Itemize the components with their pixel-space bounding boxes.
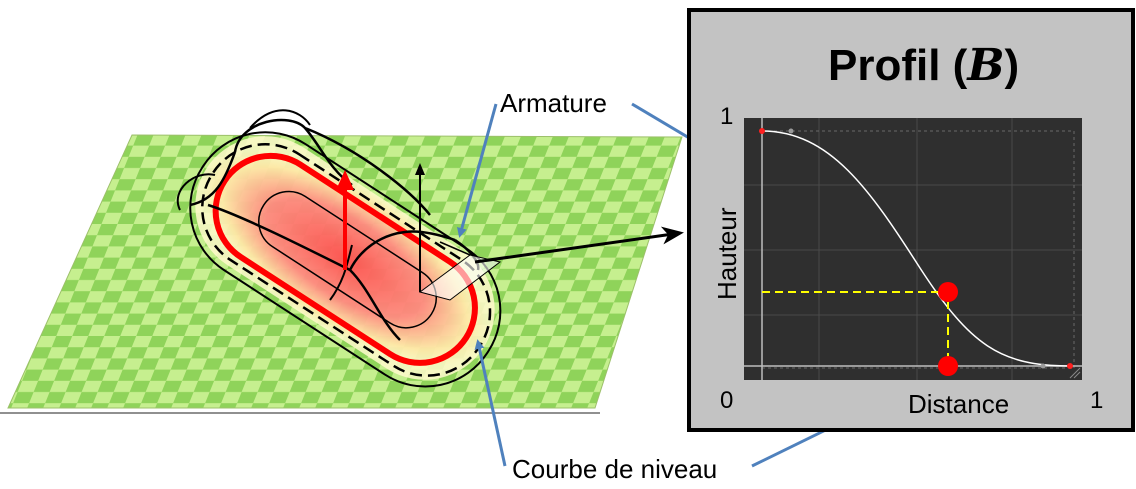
y-max-tick: 1	[720, 103, 733, 130]
origin-tick: 0	[720, 387, 733, 414]
x-axis-label: Distance	[908, 389, 1009, 419]
armature-frame	[336, 163, 502, 301]
curve-end-handle[interactable]	[1067, 363, 1073, 369]
profile-panel: Profil (B)	[687, 8, 1135, 432]
contour-arrow-to-scene	[474, 339, 507, 467]
curve-start-tangent-handle[interactable]	[788, 128, 794, 134]
distance-sample-point	[938, 356, 958, 376]
curve-start-handle[interactable]	[759, 128, 765, 134]
outer-contour	[189, 131, 502, 388]
swept-surface-outline-2	[176, 109, 353, 301]
profile-title: Profil (B)	[828, 40, 1019, 91]
inner-contour	[258, 190, 437, 329]
x-max-tick: 1	[1090, 387, 1103, 414]
profile-curve	[761, 130, 1071, 367]
curve-end-tangent-handle[interactable]	[1040, 363, 1046, 369]
armature-label: Armature	[500, 88, 607, 118]
y-axis-label: Hauteur	[712, 207, 742, 300]
profile-sample-point	[938, 282, 958, 302]
scene-to-profile-arrow	[474, 226, 684, 264]
resize-grip-icon[interactable]	[1069, 367, 1081, 379]
red-contour	[212, 152, 478, 366]
armature-arrow-to-scene	[457, 103, 498, 238]
terrain-scene	[0, 109, 684, 414]
profile-graph	[744, 118, 1082, 380]
contour-label: Courbe de niveau	[512, 454, 717, 484]
